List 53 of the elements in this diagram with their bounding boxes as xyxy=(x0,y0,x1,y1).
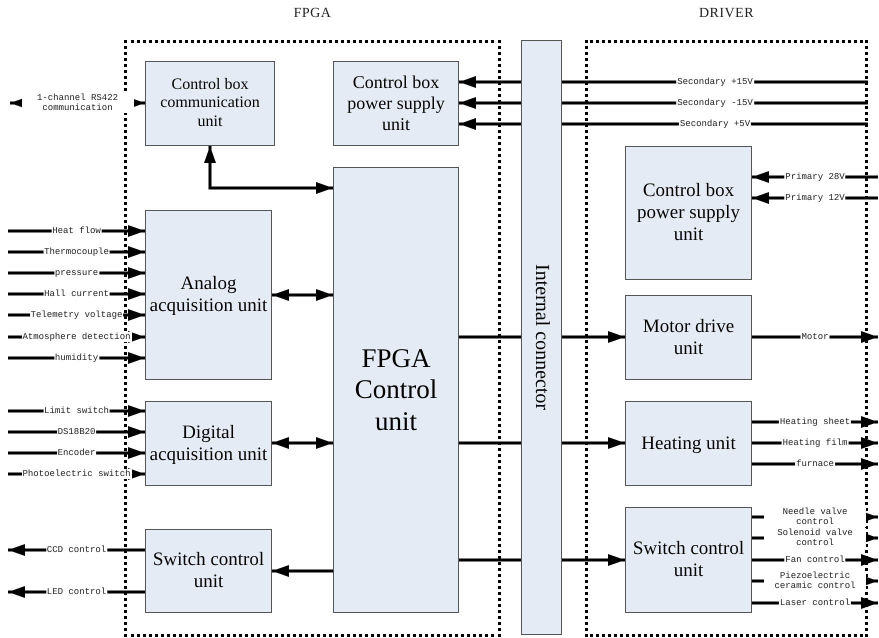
edge-label: Secondary +15V xyxy=(676,77,754,87)
edge-label: Secondary -15V xyxy=(676,98,754,108)
unit-box: FPGA Control unit xyxy=(333,167,459,613)
edge-label: pressure xyxy=(54,268,100,278)
edge-label: Secondary +5V xyxy=(678,119,752,129)
unit-box: Analog acquisition unit xyxy=(145,210,272,380)
connector-line xyxy=(459,558,521,562)
edge-label: humidity xyxy=(54,353,100,363)
edge-label: 1-channel RS422 communication xyxy=(22,93,134,113)
arrow xyxy=(459,97,521,109)
edge-label: Thermocouple xyxy=(43,247,110,257)
edge-label: Needle valve control xyxy=(764,507,866,527)
edge-label: LED control xyxy=(46,587,108,597)
edge-label: DS18B20 xyxy=(56,427,96,437)
unit-box: Control box power supply unit xyxy=(625,146,752,280)
arrow xyxy=(562,331,625,343)
connector-line xyxy=(459,336,521,338)
edge-label: furnace xyxy=(795,459,835,469)
unit-box: Motor drive unit xyxy=(625,295,752,380)
region-title: DRIVER xyxy=(698,6,754,22)
arrow xyxy=(204,146,333,194)
edge-label: Hall current xyxy=(43,289,110,299)
edge-label: Primary 12V xyxy=(784,193,846,203)
edge-label: Atmosphere detection xyxy=(21,332,132,342)
edge-label: Telemetry voltage xyxy=(30,310,124,320)
edge-label: Encoder xyxy=(56,448,96,458)
arrow xyxy=(562,554,625,566)
connector-line xyxy=(459,442,521,444)
unit-box: Control box power supply unit xyxy=(333,61,459,146)
edge-label: Heat flow xyxy=(51,226,102,236)
arrow xyxy=(459,76,521,88)
edge-label: Solenoid valve control xyxy=(764,528,866,548)
arrow xyxy=(272,289,333,301)
unit-box: Switch control unit xyxy=(625,507,752,613)
edge-label: Piezoelectric ceramic control xyxy=(764,571,866,591)
arrow xyxy=(272,437,333,449)
arrow xyxy=(272,565,333,577)
edge-label: Primary 28V xyxy=(784,172,846,182)
edge-label: CCD control xyxy=(46,545,108,555)
unit-box: Switch control unit xyxy=(145,529,272,613)
arrow xyxy=(459,118,521,130)
arrow xyxy=(562,437,625,449)
edge-label: Laser control xyxy=(778,598,852,608)
region-title: FPGA xyxy=(294,6,332,22)
connector-bar: Internal connector xyxy=(521,40,562,635)
edge-label: Heating sheet xyxy=(778,417,852,427)
edge-label: Photoelectric switch xyxy=(21,469,132,479)
edge-label: Motor xyxy=(800,332,830,342)
edge-label: Fan control xyxy=(784,555,846,565)
unit-box: Heating unit xyxy=(625,401,752,486)
edge-label: Limit switch xyxy=(43,406,110,416)
unit-box: Digital acquisition unit xyxy=(145,401,272,486)
unit-box: Control box communication unit xyxy=(145,61,275,146)
